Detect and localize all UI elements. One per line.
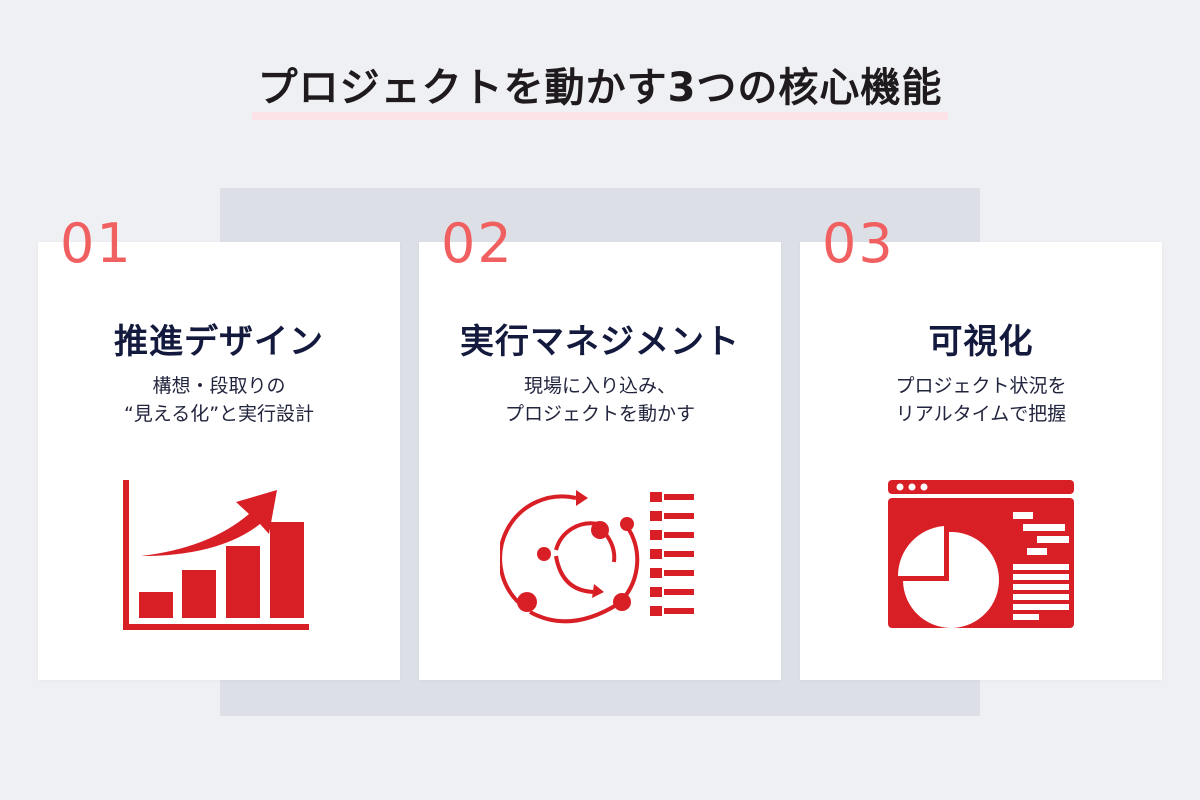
card-title: 可視化 [928, 322, 1034, 362]
card-description-line: プロジェクトを動かす [504, 403, 695, 425]
feature-card-02: 02 実行マネジメント 現場に入り込み、 プロジェクトを動かす [419, 214, 781, 680]
feature-card-01: 01 推進デザイン 構想・段取りの “見える化”と実行設計 [38, 214, 400, 680]
card-description: プロジェクト状況を リアルタイムで把握 [800, 372, 1162, 428]
cycle-checklist-icon [419, 484, 781, 633]
dashboard-pie-chart-icon [800, 478, 1162, 634]
card-number: 01 [60, 212, 133, 275]
card-description-line: リアルタイムで把握 [895, 403, 1067, 425]
feature-card-03: 03 可視化 プロジェクト状況を リアルタイムで把握 [800, 214, 1162, 680]
card-description: 現場に入り込み、 プロジェクトを動かす [419, 372, 781, 428]
page-title: プロジェクトを動かす3つの核心機能 [251, 60, 949, 120]
card-description-line: 現場に入り込み、 [523, 375, 676, 397]
card-description: 構想・段取りの “見える化”と実行設計 [38, 372, 400, 428]
card-description-line: プロジェクト状況を [895, 375, 1067, 397]
card-description-line: “見える化”と実行設計 [123, 403, 315, 425]
card-number: 02 [441, 212, 514, 275]
growth-bar-chart-icon [38, 476, 400, 640]
card-title: 推進デザイン [114, 322, 324, 362]
card-number: 03 [822, 212, 895, 275]
card-title: 実行マネジメント [460, 322, 740, 362]
page-header: プロジェクトを動かす3つの核心機能 [0, 60, 1200, 120]
card-description-line: 構想・段取りの [152, 375, 286, 397]
